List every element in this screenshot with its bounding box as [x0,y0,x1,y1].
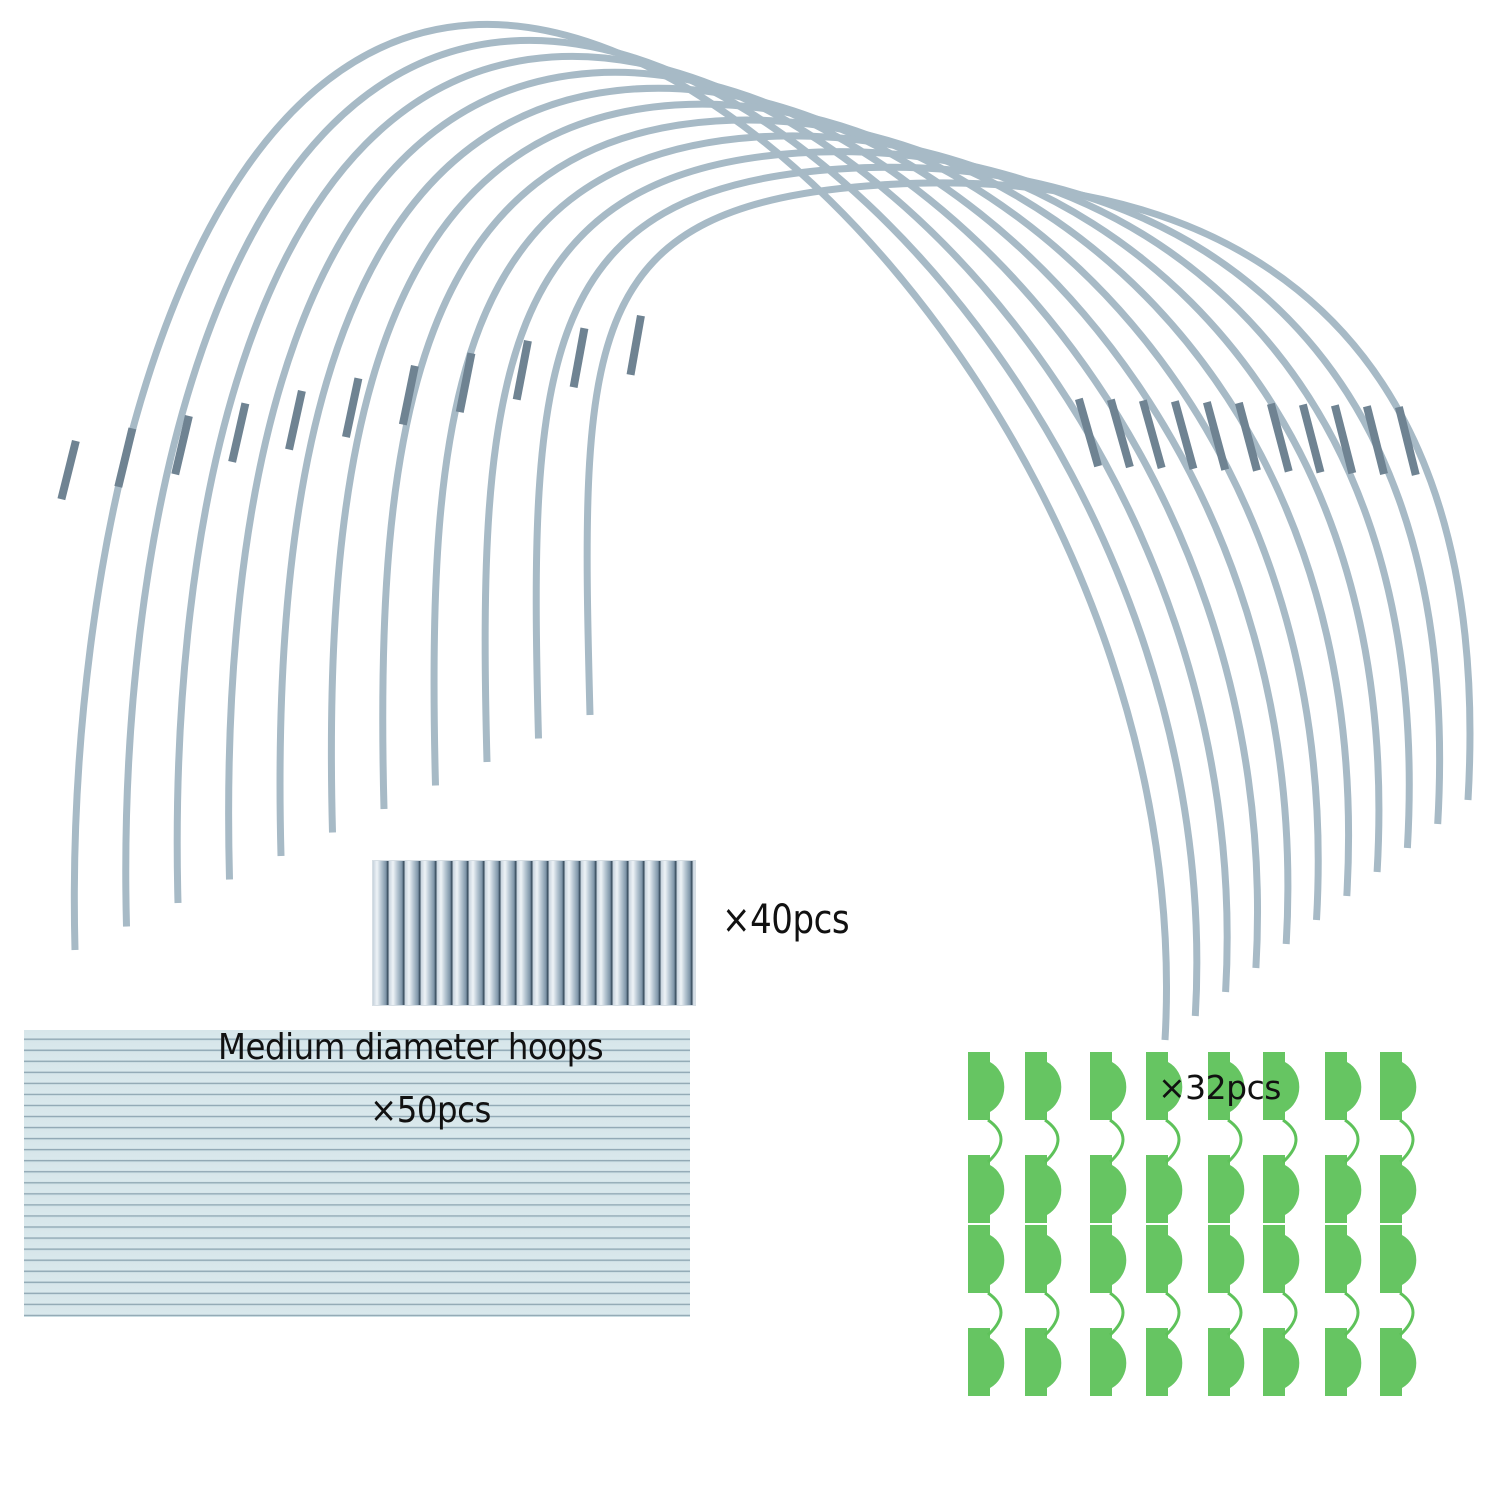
clip-piece [1263,1052,1300,1120]
hoop-bundle-image [24,1030,690,1317]
arch-hoop [276,84,1292,945]
clip-piece [1325,1225,1362,1293]
clip-strap [1108,1118,1125,1164]
clip-piece [1263,1225,1300,1293]
clip-strap [1398,1118,1415,1164]
clip-piece [1380,1052,1417,1120]
connector-sleeve [1395,406,1420,476]
clip-piece [1025,1225,1062,1293]
clip-piece [1325,1052,1362,1120]
clip-strap [1281,1291,1298,1337]
arch-hoop [173,52,1231,993]
arch-hoop [225,68,1261,969]
connector-sleeve [512,339,532,401]
clip-piece [1146,1328,1183,1396]
clip-piece [1263,1155,1300,1223]
connector-sleeve [398,365,419,426]
clip-strap [1343,1118,1360,1164]
clip-piece [1146,1225,1183,1293]
clip-piece [1325,1328,1362,1396]
clip-piece [1090,1328,1127,1396]
clip-strap [986,1291,1003,1337]
clip-strap [1164,1118,1181,1164]
connector-sleeve [228,402,250,463]
clip-piece [968,1225,1005,1293]
arch-hoop [583,179,1474,801]
arch-hoop [430,132,1383,873]
clip-strap [1108,1291,1125,1337]
clip-piece [1380,1155,1417,1223]
clip-strap [1043,1291,1060,1337]
clip-strap [986,1118,1003,1164]
connector-sleeve [1203,401,1230,471]
arch-hoop [379,116,1352,897]
clip-piece [1146,1052,1183,1120]
connector-sleeve [569,327,589,388]
hoops-quantity-label: ×50pcs [370,1090,491,1131]
connector-sleeve [285,390,306,451]
clip-piece [968,1155,1005,1223]
connector-sleeve [626,314,645,376]
clip-piece [1263,1328,1300,1396]
connector-sleeves [57,314,1420,501]
clip-piece [968,1052,1005,1120]
clip-piece [1025,1052,1062,1120]
connector-sleeve [1298,403,1325,474]
clip-piece [1090,1052,1127,1120]
connector-sleeve [1170,400,1198,470]
clip-piece [1090,1225,1127,1293]
connector-sleeve [1107,398,1134,469]
connector-sleeve [1363,405,1388,476]
connector-sleeve [114,427,137,488]
connector-sleeve [1235,401,1261,472]
clip-strap [1398,1291,1415,1337]
clip-strap [1226,1118,1243,1164]
connector-bundle-image [372,860,696,1006]
connector-sleeve [57,440,80,501]
connector-sleeve [171,415,193,476]
clip-piece [1090,1155,1127,1223]
connector-sleeve [455,352,476,413]
clip-piece [1380,1225,1417,1293]
clip-strap [1281,1118,1298,1164]
clip-strap [1226,1291,1243,1337]
clip-piece [1208,1052,1245,1120]
arch-hoop [122,36,1201,1017]
clips-quantity-label: ×32pcs [1158,1068,1281,1107]
clip-strap [1164,1291,1181,1337]
arch-hoop [481,148,1413,849]
clip-strap [1043,1118,1060,1164]
clip-piece [1380,1328,1417,1396]
clip-piece [1146,1155,1183,1223]
clip-piece [968,1328,1005,1396]
clip-piece [1208,1155,1245,1223]
connector-sleeve [1331,404,1357,475]
connector-quantity-label: ×40pcs [722,897,850,943]
connector-sleeve [1075,397,1102,468]
arch-hoop [327,100,1322,921]
clip-piece [1025,1155,1062,1223]
clip-piece [1208,1225,1245,1293]
clip-strap [1343,1291,1360,1337]
connector-sleeve [1267,402,1293,473]
arch-hoop [70,21,1170,1041]
clip-piece [1025,1328,1062,1396]
clip-piece [1325,1155,1362,1223]
hoops-title-label: Medium diameter hoops [218,1027,604,1068]
clip-piece [1208,1328,1245,1396]
connector-sleeve [342,377,363,438]
connector-sleeve [1138,399,1166,470]
